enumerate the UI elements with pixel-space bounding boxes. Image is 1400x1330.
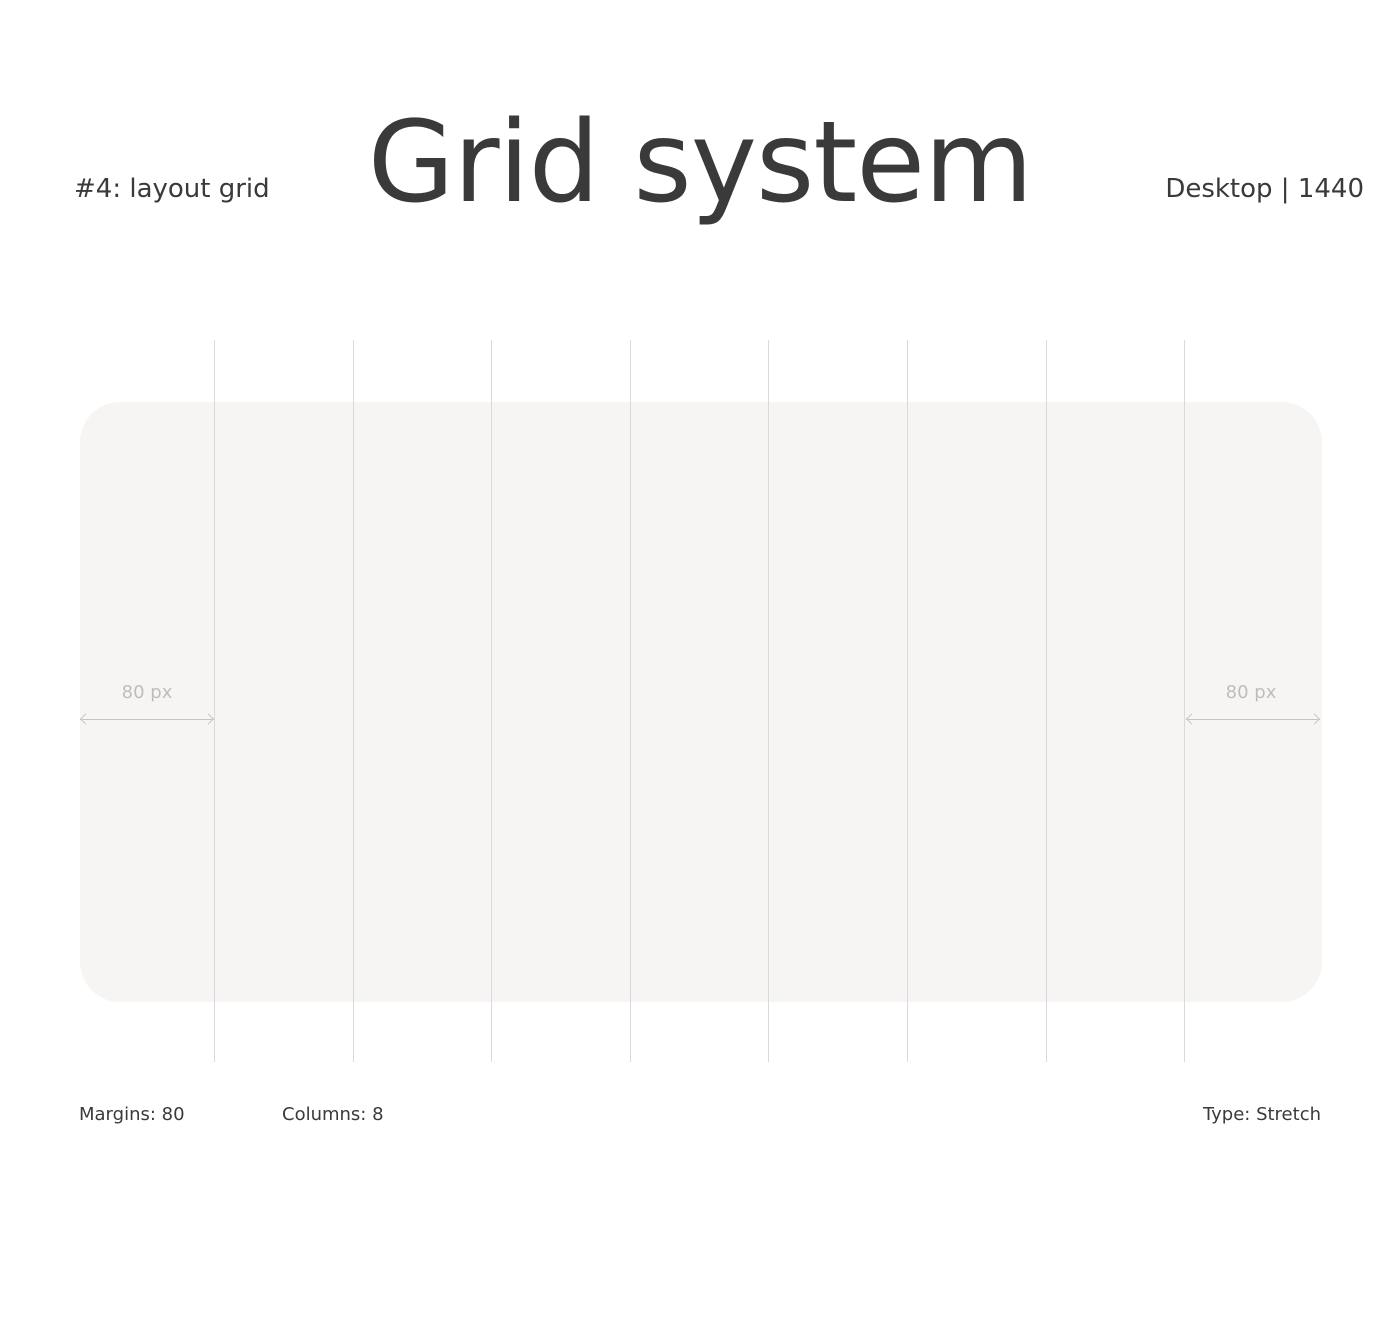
canvas-panel	[80, 402, 1322, 1002]
type-spec: Type: Stretch	[1202, 1104, 1321, 1125]
right-margin-label: 80 px	[1225, 682, 1277, 703]
grid-line	[768, 340, 769, 1062]
grid-line	[491, 340, 492, 1062]
grid-line	[214, 340, 215, 1062]
columns-spec: Columns: 8	[282, 1104, 384, 1125]
grid-line	[907, 340, 908, 1062]
grid-line	[1184, 340, 1185, 1062]
right-margin-arrow	[1186, 719, 1320, 720]
page-title: Grid system	[367, 98, 1034, 228]
breakpoint-label: Desktop | 1440	[1165, 174, 1364, 204]
grid-line	[630, 340, 631, 1062]
left-margin-arrow	[80, 719, 214, 720]
layout-grid-label: #4: layout grid	[74, 174, 270, 204]
grid-line	[1046, 340, 1047, 1062]
left-margin-label: 80 px	[121, 682, 173, 703]
margins-spec: Margins: 80	[79, 1104, 185, 1125]
grid-line	[353, 340, 354, 1062]
